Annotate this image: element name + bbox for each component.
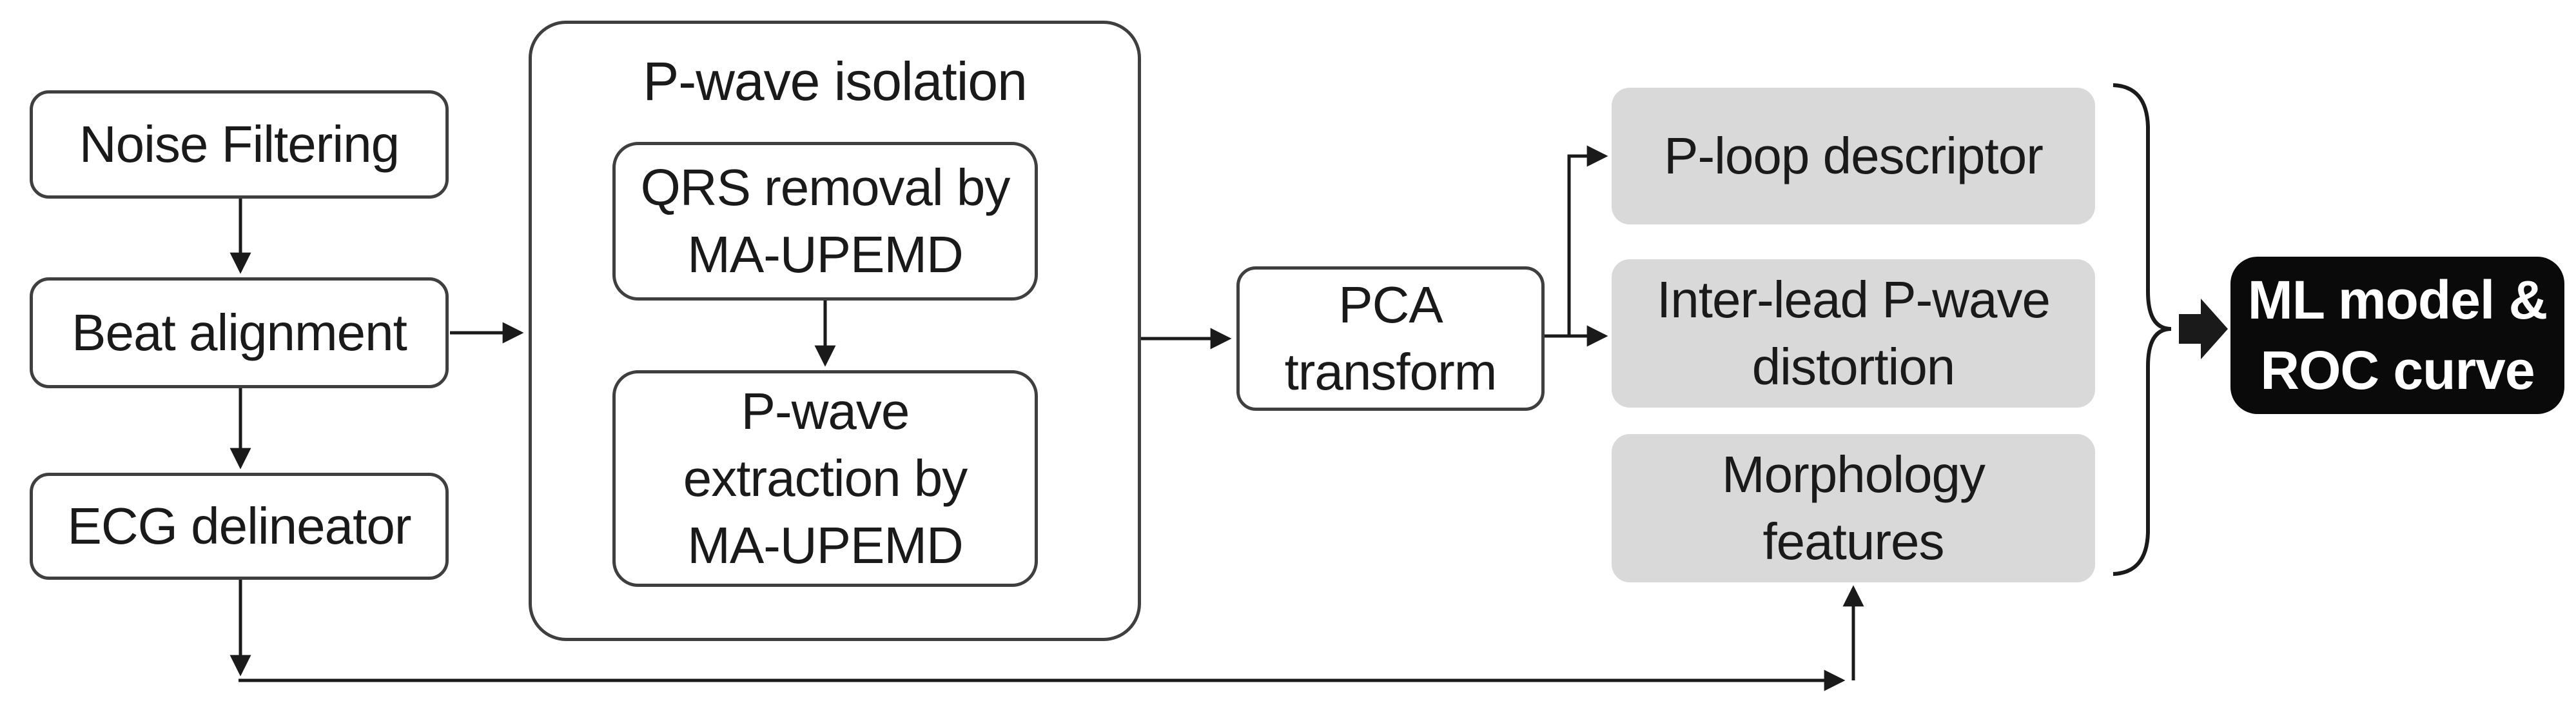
node-ml-model: ML model & ROC curve [2230, 257, 2564, 414]
group-brace [2113, 83, 2172, 576]
node-morphology-features: Morphology features [1612, 434, 2095, 582]
p-loop-descriptor-label: P-loop descriptor [1664, 127, 2044, 184]
node-beat-alignment: Beat alignment [30, 277, 449, 388]
node-inter-lead-distortion: Inter-lead P-wave distortion [1612, 259, 2095, 408]
qrs-removal-label: QRS removal by MA-UPEMD [640, 159, 1011, 283]
noise-filtering-label: Noise Filtering [79, 115, 400, 173]
node-qrs-removal: QRS removal by MA-UPEMD [612, 142, 1038, 301]
thick-arrow-icon [2179, 299, 2228, 359]
ecg-delineator-label: ECG delineator [67, 497, 412, 555]
node-pca-transform: PCA transform [1236, 266, 1545, 411]
beat-alignment-label: Beat alignment [72, 304, 407, 361]
node-noise-filtering: Noise Filtering [30, 90, 449, 199]
group-pwave-isolation-title: P-wave isolation [529, 50, 1141, 121]
pwave-extraction-label: P-wave extraction by MA-UPEMD [683, 382, 968, 574]
node-ecg-delineator: ECG delineator [30, 473, 449, 580]
arrow-pca-to-ploop [1567, 145, 1608, 336]
pca-transform-label: PCA transform [1284, 276, 1498, 400]
group-title-label: P-wave isolation [643, 51, 1028, 112]
node-p-loop-descriptor: P-loop descriptor [1612, 88, 2095, 224]
node-pwave-extraction: P-wave extraction by MA-UPEMD [612, 370, 1038, 587]
morphology-features-label: Morphology features [1721, 446, 1986, 570]
ml-model-label: ML model & ROC curve [2247, 269, 2548, 400]
inter-lead-distortion-label: Inter-lead P-wave distortion [1657, 271, 2051, 395]
